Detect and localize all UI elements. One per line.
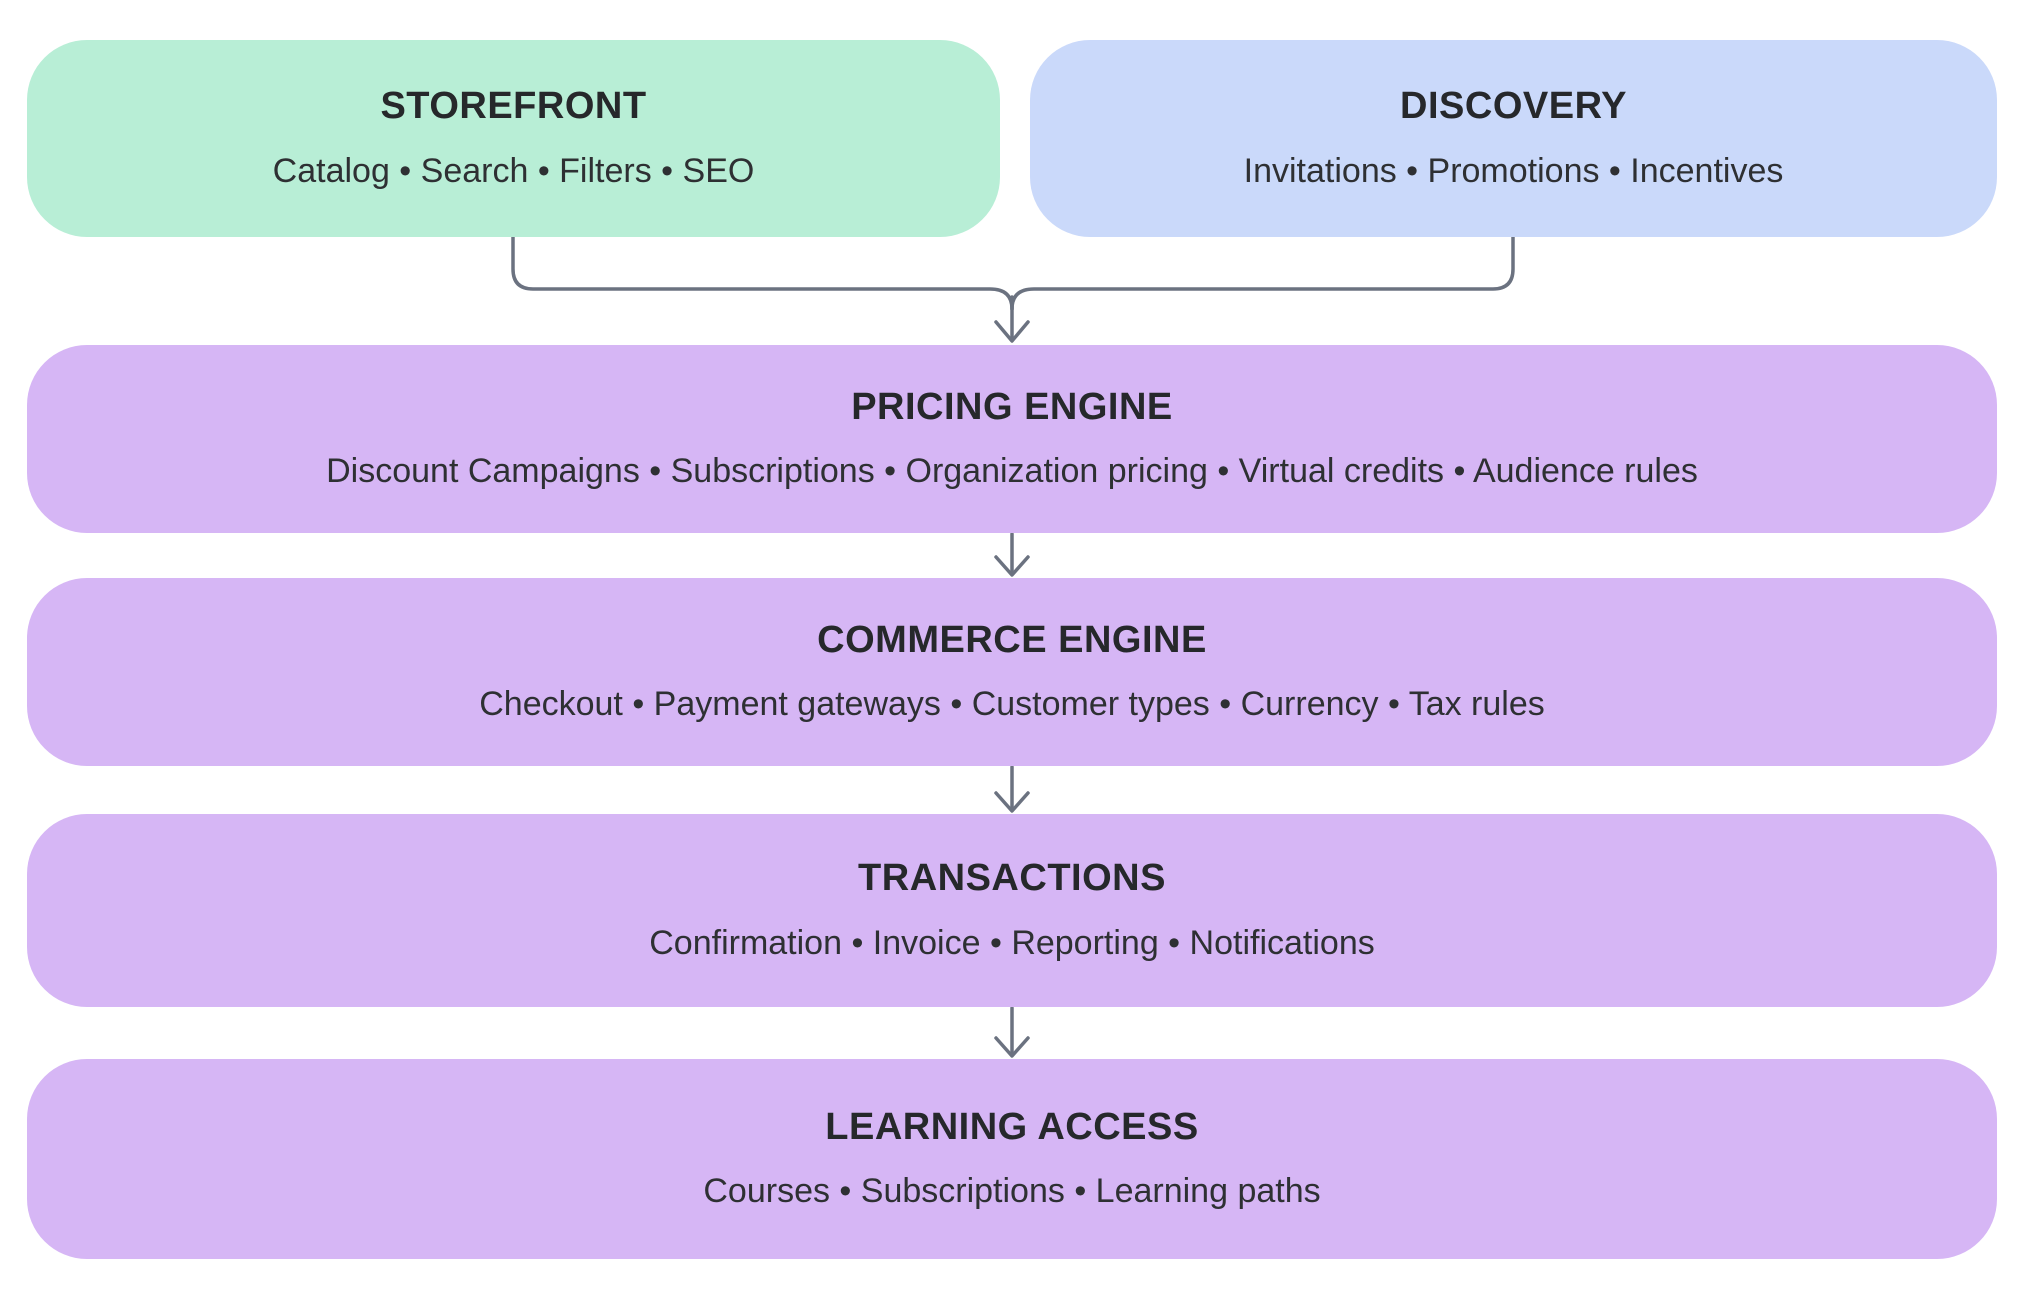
down-arrow-icon xyxy=(994,1007,1030,1058)
node-storefront-title: STOREFRONT xyxy=(380,85,647,128)
node-pricing-engine-subtitle: Discount Campaigns • Subscriptions • Org… xyxy=(326,452,1698,491)
node-discovery-title: DISCOVERY xyxy=(1400,85,1627,128)
node-commerce-engine: COMMERCE ENGINE Checkout • Payment gatew… xyxy=(27,578,1997,766)
node-discovery: DISCOVERY Invitations • Promotions • Inc… xyxy=(1030,40,1997,237)
node-storefront-subtitle: Catalog • Search • Filters • SEO xyxy=(272,151,755,190)
down-arrow-icon xyxy=(994,533,1030,577)
node-learning-access-title: LEARNING ACCESS xyxy=(825,1105,1199,1148)
node-commerce-engine-subtitle: Checkout • Payment gateways • Customer t… xyxy=(479,685,1545,724)
node-storefront: STOREFRONT Catalog • Search • Filters • … xyxy=(27,40,1000,237)
node-learning-access-subtitle: Courses • Subscriptions • Learning paths xyxy=(703,1172,1321,1211)
node-transactions-subtitle: Confirmation • Invoice • Reporting • Not… xyxy=(649,923,1375,962)
merge-arrow-icon xyxy=(511,237,1515,343)
node-discovery-subtitle: Invitations • Promotions • Incentives xyxy=(1243,151,1784,190)
down-arrow-icon xyxy=(994,766,1030,813)
node-transactions-title: TRANSACTIONS xyxy=(858,857,1166,900)
node-learning-access: LEARNING ACCESS Courses • Subscriptions … xyxy=(27,1059,1997,1259)
node-pricing-engine-title: PRICING ENGINE xyxy=(851,385,1173,428)
node-pricing-engine: PRICING ENGINE Discount Campaigns • Subs… xyxy=(27,345,1997,533)
node-transactions: TRANSACTIONS Confirmation • Invoice • Re… xyxy=(27,814,1997,1007)
node-commerce-engine-title: COMMERCE ENGINE xyxy=(817,618,1207,661)
